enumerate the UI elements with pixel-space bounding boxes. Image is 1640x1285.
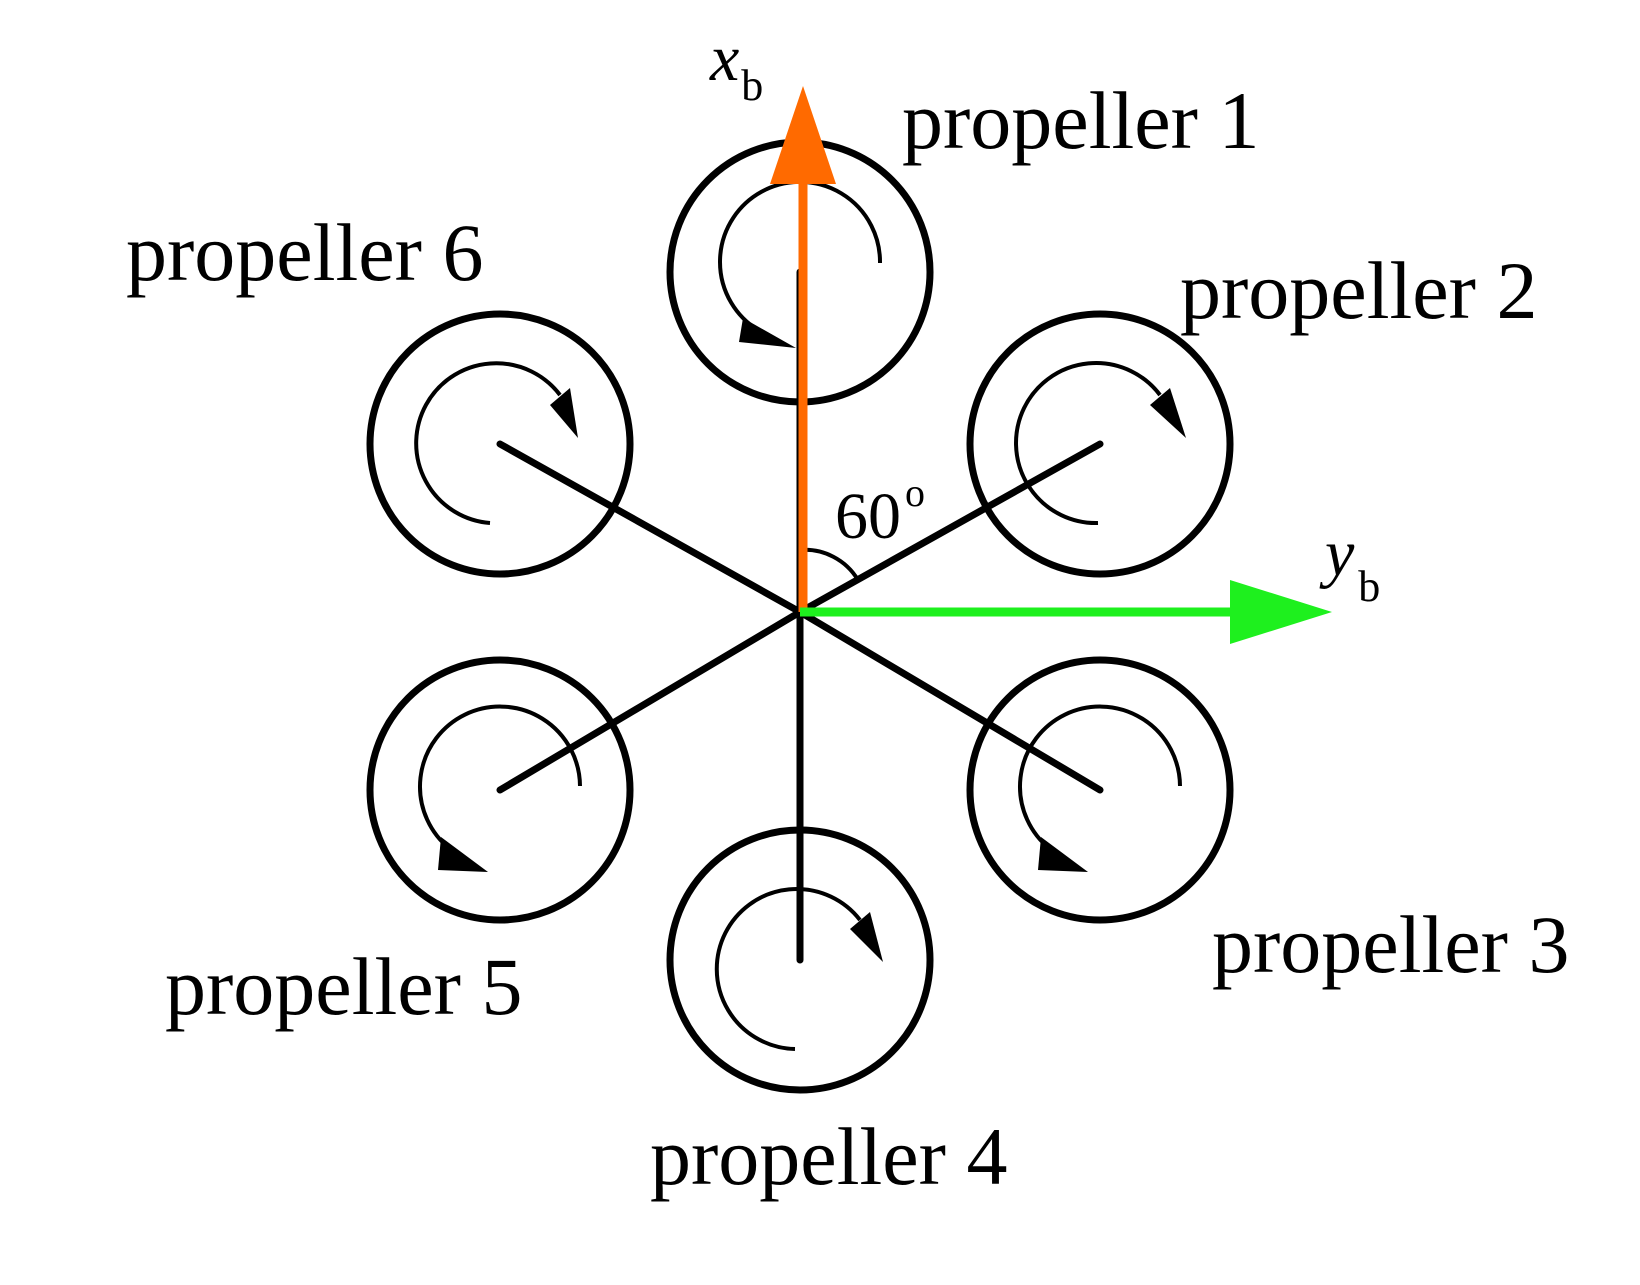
x-axis-label: xb: [709, 22, 763, 110]
angle-value: 60: [835, 480, 901, 553]
propeller-1-label: propeller 1: [902, 75, 1259, 166]
propeller-5-rotation-arrowhead: [438, 837, 488, 872]
x-axis-subscript: b: [741, 61, 763, 110]
propeller-1-rotation-arrowhead: [739, 318, 796, 348]
x-axis-arrowhead: [770, 86, 836, 184]
propeller-1-rotation-arc: [718, 179, 883, 332]
propeller-2-rotation-arrowhead: [1150, 388, 1186, 438]
y-axis-variable: y: [1319, 517, 1355, 590]
x-axis-variable: x: [709, 22, 739, 95]
propeller-6-rotation-arrowhead: [550, 388, 578, 438]
propeller-3-rotation-arrowhead: [1038, 837, 1088, 872]
propeller-3-disk: [966, 656, 1234, 924]
propeller-6-rotation-arc: [414, 361, 562, 525]
propeller-disks: [366, 138, 1234, 1094]
propeller-5-disk: [366, 656, 634, 924]
angle-arc: [799, 547, 860, 582]
propeller-2-rotation-arc: [1014, 361, 1162, 526]
rotation-indicators: [414, 179, 1186, 1051]
propeller-5-rotation-arc: [418, 704, 582, 851]
body-axes: [770, 86, 1332, 644]
propeller-4-label: propeller 4: [650, 1111, 1007, 1202]
propeller-6-label: propeller 6: [126, 207, 483, 298]
arm-2: [796, 440, 1104, 616]
propeller-3-label: propeller 3: [1212, 899, 1569, 990]
propeller-4-rotation-arc: [714, 887, 862, 1051]
propeller-6-disk: [366, 310, 634, 578]
propeller-2-disk: [966, 310, 1234, 578]
propeller-2-label: propeller 2: [1180, 245, 1537, 336]
propeller-3-rotation-arc: [1018, 704, 1182, 851]
arm-5: [496, 608, 804, 794]
propeller-5-label: propeller 5: [165, 941, 522, 1032]
arm-3: [796, 608, 1104, 794]
propeller-4-rotation-arrowhead: [850, 912, 883, 962]
y-axis-arrowhead: [1230, 580, 1332, 644]
propeller-4-disk: [666, 826, 934, 1094]
y-axis-subscript: b: [1358, 562, 1380, 611]
y-axis-label: yb: [1319, 517, 1380, 611]
arm-6: [496, 440, 804, 616]
angle-degree-mark: o: [905, 470, 925, 515]
